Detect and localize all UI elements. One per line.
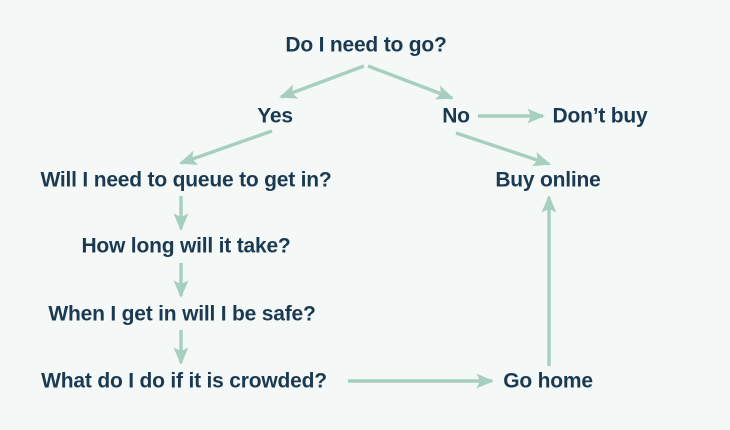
node-do-i-need-to-go: Do I need to go?: [285, 33, 447, 57]
node-buy-online: Buy online: [495, 168, 601, 192]
node-what-do-i-do-if-crowded: What do I do if it is crowded?: [41, 369, 327, 393]
node-dont-buy: Don’t buy: [552, 104, 648, 128]
edge-yes-to-queue: [179, 129, 273, 165]
node-how-long-will-it-take: How long will it take?: [81, 234, 291, 258]
node-no: No: [442, 104, 470, 128]
node-when-i-get-in-will-i-be-safe: When I get in will I be safe?: [48, 302, 316, 326]
edge-root-to-no: [367, 64, 454, 100]
edge-group: [173, 64, 557, 389]
node-will-i-need-to-queue: Will I need to queue to get in?: [40, 168, 332, 192]
edge-root-to-yes: [279, 64, 365, 99]
edge-no-to-buy: [455, 131, 551, 167]
node-go-home: Go home: [503, 369, 593, 393]
node-yes: Yes: [257, 104, 293, 128]
